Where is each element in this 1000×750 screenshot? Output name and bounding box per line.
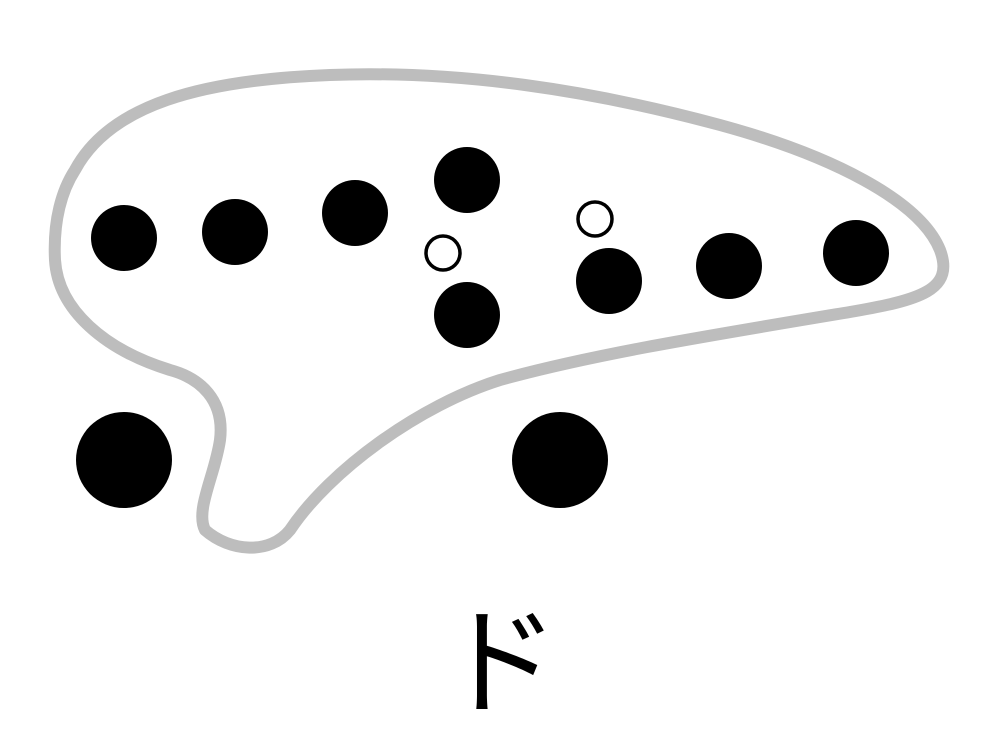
left-lower-hole xyxy=(434,282,500,348)
left-middle-hole xyxy=(322,180,388,246)
left-index-hole xyxy=(434,147,500,213)
left-ring-hole xyxy=(202,199,268,265)
right-sub-hole xyxy=(576,200,614,238)
left-thumb-hole xyxy=(76,412,172,508)
ocarina-body-outline xyxy=(48,68,950,554)
right-ring-hole xyxy=(823,220,889,286)
right-thumb-hole xyxy=(512,412,608,508)
note-label: ド xyxy=(440,594,559,732)
tone-holes xyxy=(76,147,889,508)
right-middle-hole xyxy=(696,233,762,299)
right-index-hole xyxy=(576,248,642,314)
left-pinky-hole xyxy=(91,205,157,271)
left-sub-hole xyxy=(424,234,462,272)
